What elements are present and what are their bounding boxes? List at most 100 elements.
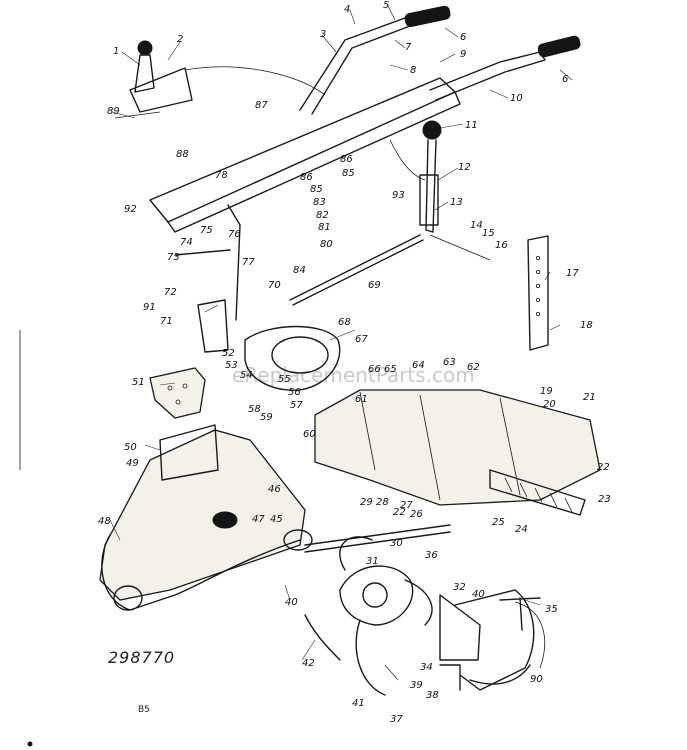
control-lever-assembly [114, 40, 193, 119]
part-label-9: 9 [460, 49, 466, 60]
part-label-50: 50 [124, 442, 137, 453]
part-label-60: 60 [303, 429, 316, 440]
part-label-49: 49 [126, 458, 139, 469]
part-label-56: 56 [288, 387, 301, 398]
part-label-23: 23 [598, 494, 611, 505]
part-label-73: 73 [167, 252, 180, 263]
part-label-85a: 85 [310, 184, 323, 195]
part-label-51: 51 [132, 377, 145, 388]
part-label-87: 87 [255, 100, 268, 111]
part-label-16: 16 [495, 240, 508, 251]
part-label-82: 82 [316, 210, 329, 221]
part-label-61: 61 [355, 394, 368, 405]
part-label-40a: 40 [472, 589, 485, 600]
part-label-86a: 86 [300, 172, 313, 183]
part-label-27: 27 [400, 500, 413, 511]
part-label-7: 7 [405, 42, 412, 53]
belt-housing [99, 424, 313, 611]
depth-bar [439, 597, 541, 691]
part-label-76: 76 [228, 229, 241, 240]
part-label-24: 24 [515, 524, 528, 535]
watermark-text: eReplacementParts.com [232, 363, 475, 387]
part-label-8: 8 [410, 65, 416, 76]
part-label-59: 59 [260, 412, 273, 423]
part-label-81: 81 [318, 222, 331, 233]
part-label-46: 46 [268, 484, 281, 495]
part-label-17: 17 [566, 268, 579, 279]
part-label-19: 19 [540, 386, 553, 397]
tine-shield [314, 389, 601, 516]
part-label-48: 48 [98, 516, 111, 527]
part-label-53: 53 [225, 360, 238, 371]
part-label-93: 93 [392, 190, 405, 201]
part-label-38: 38 [426, 690, 439, 701]
part-label-71: 71 [160, 316, 173, 327]
part-label-31: 31 [366, 556, 379, 567]
part-label-69: 69 [368, 280, 381, 291]
part-label-64: 64 [412, 360, 425, 371]
part-label-88: 88 [176, 149, 189, 160]
part-label-13: 13 [450, 197, 463, 208]
part-label-6b: 6 [562, 74, 568, 85]
part-label-35: 35 [545, 604, 558, 615]
part-label-39: 39 [410, 680, 423, 691]
part-label-22a: 22 [597, 462, 610, 473]
part-label-2: 2 [177, 34, 183, 45]
part-label-74: 74 [180, 237, 193, 248]
part-label-22b: 22 [393, 507, 406, 518]
part-label-67: 67 [355, 334, 368, 345]
part-label-63: 63 [443, 357, 456, 368]
part-label-83: 83 [313, 197, 326, 208]
part-label-68: 68 [338, 317, 351, 328]
part-label-12: 12 [458, 162, 471, 173]
leader-lines [109, 5, 573, 681]
part-label-55: 55 [278, 374, 291, 385]
part-label-40b: 40 [285, 597, 298, 608]
mounting-bracket [149, 367, 206, 419]
shift-rod-linkage [174, 204, 491, 321]
part-label-1: 1 [113, 46, 119, 57]
part-label-41: 41 [352, 698, 365, 709]
part-label-34: 34 [420, 662, 433, 673]
part-label-92: 92 [124, 204, 137, 215]
part-label-42: 42 [302, 658, 315, 669]
part-number-labels: 1 2 3 4 5 6 6 7 8 9 10 11 12 13 14 15 16… [98, 0, 611, 725]
part-label-26: 26 [410, 509, 423, 520]
part-label-47: 47 [252, 514, 265, 525]
part-label-10: 10 [510, 93, 523, 104]
part-label-11: 11 [465, 120, 478, 131]
part-label-62: 62 [467, 362, 480, 373]
part-label-18: 18 [580, 320, 593, 331]
part-label-78: 78 [215, 170, 228, 181]
part-label-86b: 86 [340, 154, 353, 165]
part-label-14: 14 [470, 220, 483, 231]
part-label-72: 72 [164, 287, 177, 298]
part-label-25: 25 [492, 517, 505, 528]
part-label-20: 20 [543, 399, 556, 410]
part-label-3: 3 [320, 29, 326, 40]
tine-assembly [304, 524, 546, 696]
part-label-54: 54 [240, 370, 253, 381]
part-label-65: 65 [384, 364, 397, 375]
part-label-28: 28 [376, 497, 389, 508]
page-code: B5 [138, 705, 150, 715]
scan-speck [27, 741, 33, 747]
part-label-66: 66 [368, 364, 381, 375]
part-label-91: 91 [143, 302, 156, 313]
part-label-45: 45 [270, 514, 283, 525]
part-label-6a: 6 [460, 32, 466, 43]
part-label-57: 57 [290, 400, 303, 411]
part-label-84: 84 [293, 265, 306, 276]
part-label-75: 75 [200, 225, 213, 236]
part-label-58: 58 [248, 404, 261, 415]
side-support-bar [527, 235, 549, 351]
part-label-30: 30 [390, 538, 403, 549]
part-label-70: 70 [268, 280, 281, 291]
part-label-77: 77 [242, 257, 255, 268]
part-label-36: 36 [425, 550, 438, 561]
part-label-85b: 85 [342, 168, 355, 179]
drawing-number: 298770 [108, 648, 175, 667]
part-label-89: 89 [107, 106, 120, 117]
part-label-37: 37 [390, 714, 403, 725]
